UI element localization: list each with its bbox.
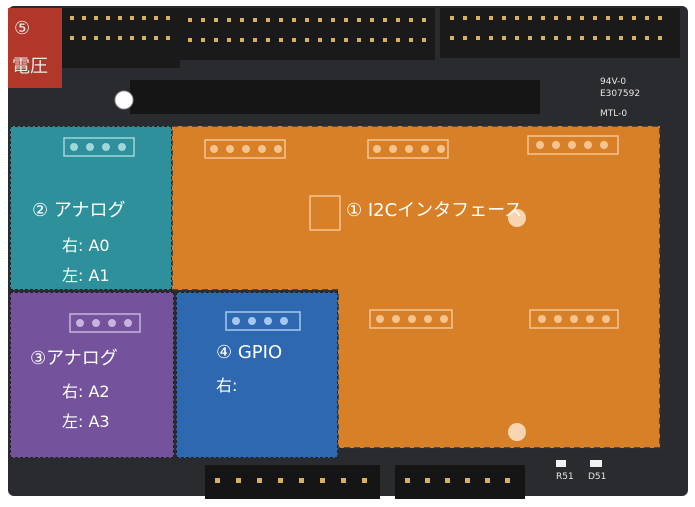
analog-b-left: 左: A3 xyxy=(62,412,110,431)
label-d51: D51 xyxy=(588,472,606,482)
analog-a-title: ② アナログ xyxy=(32,200,126,221)
mount-hole-mid xyxy=(508,209,526,227)
label-r51: R51 xyxy=(556,472,574,482)
header-bottom-right xyxy=(395,465,525,499)
voltage-label: 電圧 xyxy=(12,56,48,77)
marking-e307592: E307592 xyxy=(600,89,640,99)
header-row2-left xyxy=(130,80,350,114)
mount-hole-top xyxy=(114,90,134,110)
led-d51 xyxy=(590,460,602,467)
analog-a-right: 右: A0 xyxy=(62,236,110,255)
i2c-title: ① I2Cインタフェース xyxy=(346,200,523,221)
gpio-right: 右: xyxy=(216,376,238,395)
gpio-title: ④ GPIO xyxy=(216,342,283,363)
led-r51 xyxy=(556,460,566,467)
header-mid xyxy=(180,8,435,60)
analog-b-title: ③アナログ xyxy=(30,348,118,369)
marking-mtl0: MTL-0 xyxy=(600,109,627,119)
region-analog-b xyxy=(10,292,174,458)
marking-94v0: 94V-0 xyxy=(600,77,626,87)
region-voltage: ⑤ 電圧 xyxy=(8,8,62,88)
analog-a-left: 左: A1 xyxy=(62,266,110,285)
region-gpio xyxy=(176,292,338,458)
mount-hole-bottom xyxy=(508,423,526,441)
header-bottom-left xyxy=(205,465,380,499)
voltage-number: ⑤ xyxy=(14,18,31,39)
region-analog-a xyxy=(10,126,172,290)
analog-b-right: 右: A2 xyxy=(62,382,110,401)
header-row2-right xyxy=(350,80,540,114)
